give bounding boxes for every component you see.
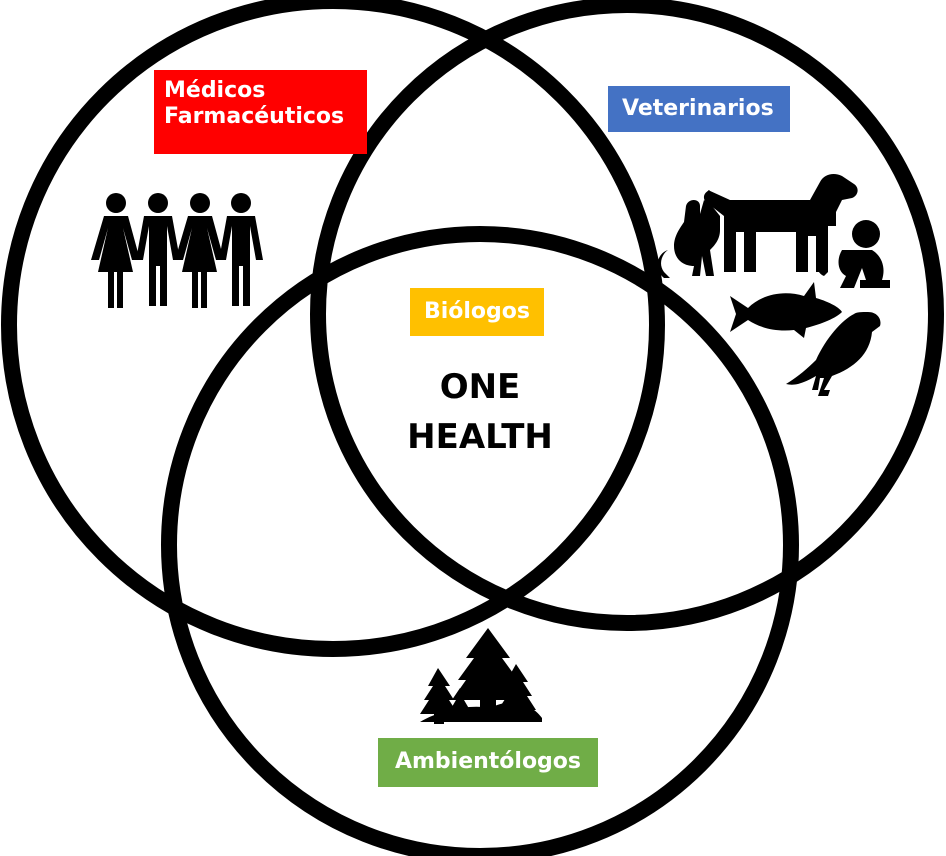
trees-icon bbox=[420, 628, 542, 724]
one-health-line1: ONE bbox=[439, 367, 521, 407]
animals-icon bbox=[657, 174, 890, 396]
one-health-line2: HEALTH bbox=[407, 417, 553, 457]
biologos-label: Biólogos bbox=[410, 288, 544, 336]
medicos-label-line1: Médicos bbox=[164, 78, 266, 103]
circle-veterinarios bbox=[310, 0, 944, 631]
circle-ambientologos bbox=[161, 226, 799, 856]
people-icon bbox=[91, 193, 263, 308]
medicos-label: Médicos Farmacéuticos bbox=[154, 70, 367, 154]
veterinarios-label: Veterinarios bbox=[608, 86, 790, 132]
one-health-title: ONE HEALTH bbox=[380, 362, 580, 462]
circle-medicos bbox=[1, 0, 665, 657]
medicos-label-line2: Farmacéuticos bbox=[164, 104, 345, 129]
ambientologos-label: Ambientólogos bbox=[378, 738, 598, 787]
